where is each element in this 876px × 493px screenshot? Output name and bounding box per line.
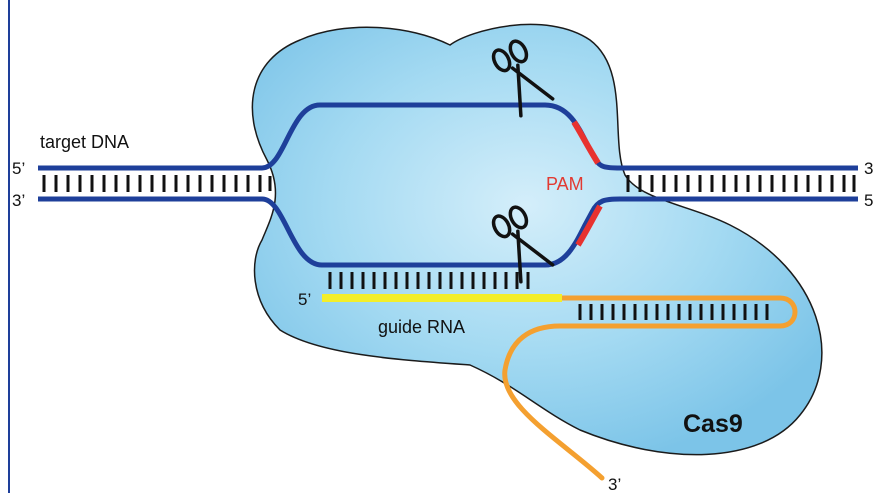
guide-rna-label: guide RNA: [378, 317, 465, 337]
dna-base-pairs-left: [42, 175, 272, 192]
guide-rna: [322, 272, 798, 481]
scissors-icon: [491, 205, 555, 284]
dna-top-left-end-label: 5’: [12, 159, 25, 178]
scissors-icon: [491, 39, 555, 118]
guide-rna-scaffold: [502, 295, 798, 481]
cas9-label: Cas9: [683, 410, 743, 438]
scaffold-base-pairs: [578, 304, 769, 320]
dna-strand-top: [38, 102, 858, 171]
dna-base-pairs-right: [626, 175, 856, 192]
target-dna-label: target DNA: [40, 132, 129, 152]
dna-bottom-left-end-label: 3’: [12, 191, 25, 210]
pam-segment-bottom: [575, 204, 603, 247]
dna-strand-bottom: [38, 196, 858, 268]
dna-bottom-right-end-label: 5: [864, 191, 873, 210]
cas9-protein: [251, 23, 823, 456]
rna-3-end-label: 3’: [608, 475, 621, 493]
target-dna: [38, 102, 858, 268]
pam-segment-top: [571, 120, 601, 165]
guide-rna-5-end-label: 5’: [298, 290, 311, 309]
pam-label: PAM: [546, 174, 584, 194]
dna-top-right-end-label: 3: [864, 159, 873, 178]
guide-target-base-pairs: [328, 272, 530, 289]
